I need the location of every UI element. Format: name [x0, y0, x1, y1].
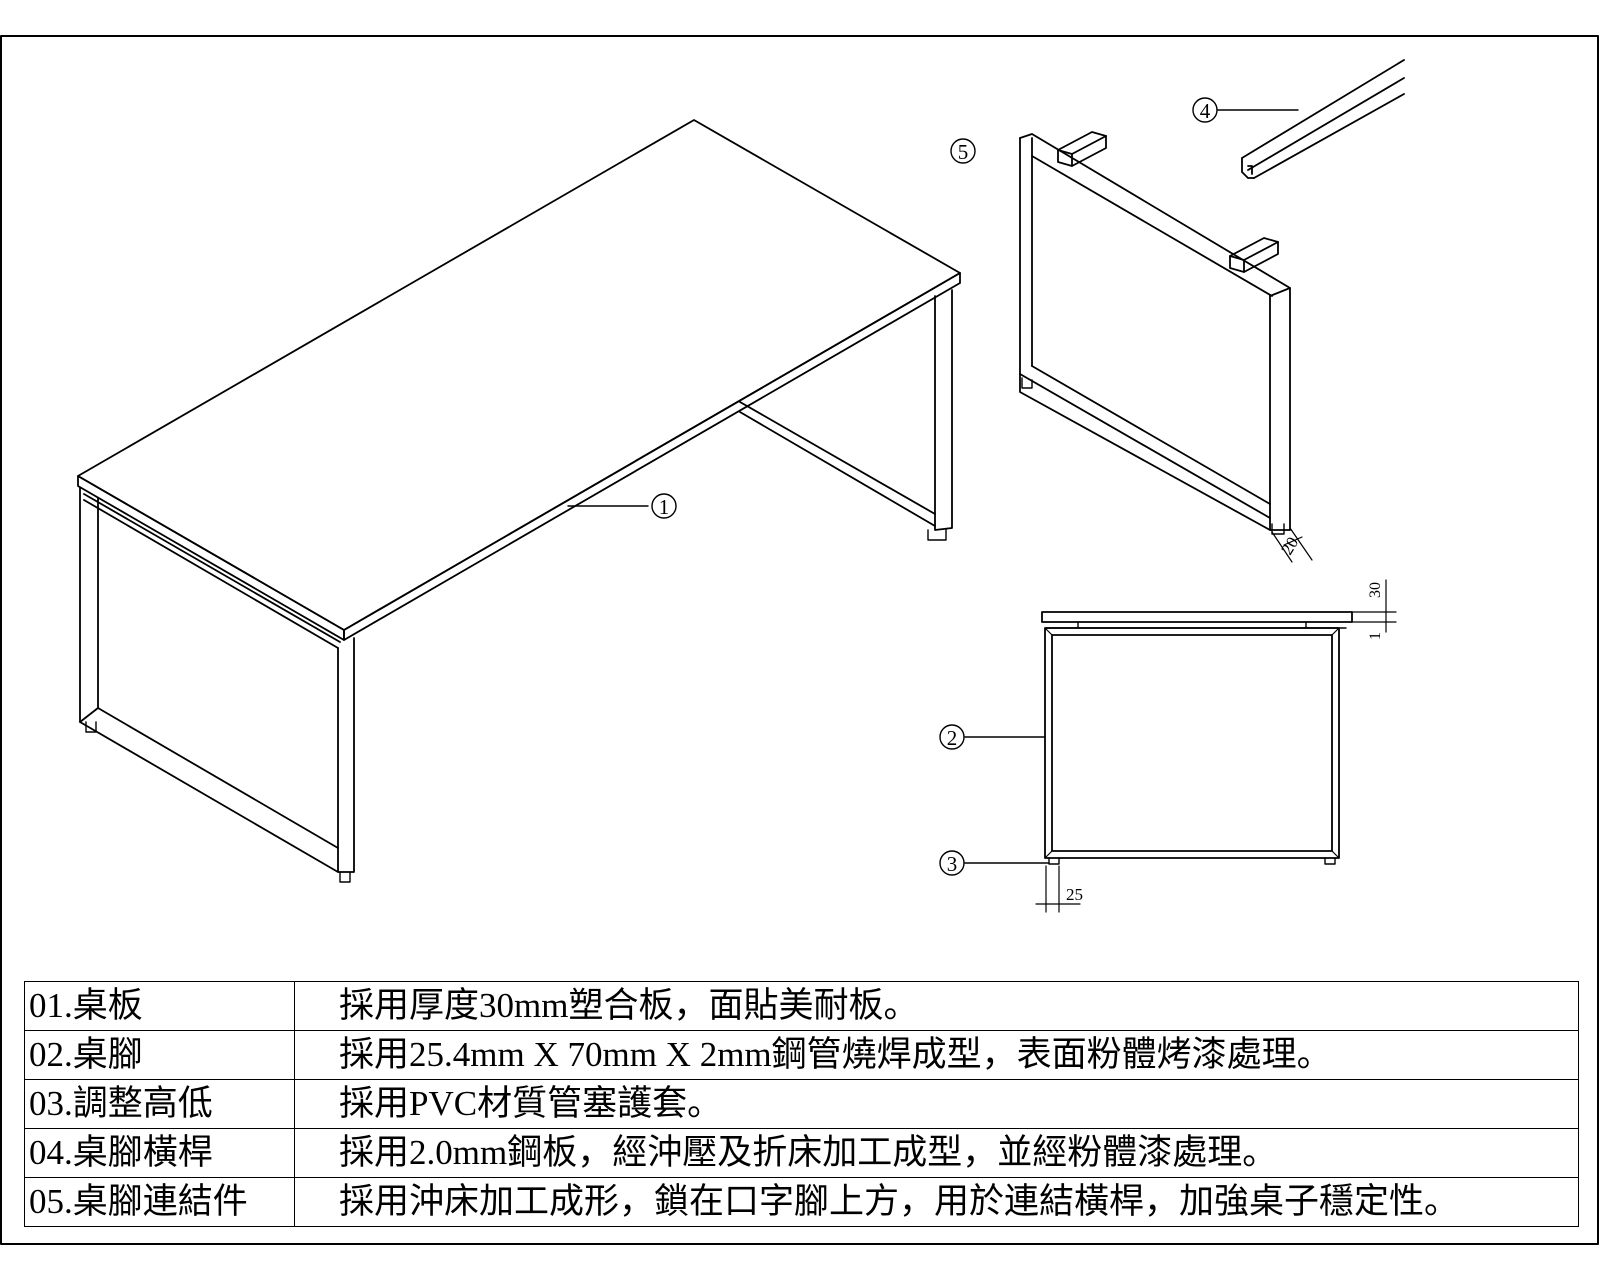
spec-description: 採用2.0mm鋼板，經沖壓及折床加工成型，並經粉體漆處理。 [294, 1128, 1579, 1178]
top-thickness-label: 30 [1367, 582, 1384, 598]
foot-offset-label: 25 [1066, 885, 1083, 904]
table-row: 04.桌腳橫桿 採用2.0mm鋼板，經沖壓及折床加工成型，並經粉體漆處理。 [24, 1128, 1579, 1178]
gap-label: 1 [1367, 632, 1384, 640]
connector-part [1057, 131, 1279, 273]
callout-3-label: 3 [947, 852, 958, 876]
spec-description: 採用沖床加工成形，鎖在口字腳上方，用於連結橫桿，加強桌子穩定性。 [294, 1177, 1579, 1227]
detail-leg-frame [1019, 133, 1291, 535]
table-row: 02.桌腳 採用25.4mm X 70mm X 2mm鋼管燒焊成型，表面粉體烤漆… [24, 1030, 1579, 1080]
spec-description: 採用PVC材質管塞護套。 [294, 1079, 1579, 1129]
callout-1-label: 1 [659, 495, 670, 519]
leg-detail-view: 5 4 [950, 59, 1405, 563]
elevation-feet [1048, 857, 1336, 865]
callout-4-circle [1192, 97, 1218, 123]
elevation-corners [1044, 627, 1340, 859]
sheet-border [0, 35, 1599, 1245]
front-elevation-view: 30 1 25 2 3 [939, 579, 1397, 913]
table-row: 05.桌腳連結件 採用沖床加工成形，鎖在口字腳上方，用於連結橫桿，加強桌子穩定性… [24, 1177, 1579, 1227]
elevation-top [1041, 611, 1353, 623]
spec-code: 04.桌腳橫桿 [24, 1128, 295, 1178]
callout-4-label: 4 [1200, 99, 1211, 123]
top-dimension-lines [1351, 579, 1397, 633]
rear-leg-frame [739, 289, 953, 541]
spec-code: 03.調整高低 [24, 1079, 295, 1129]
desk-isometric-view: 1 [77, 119, 961, 883]
desk-top-front-edge [77, 475, 345, 641]
callout-2-circle [939, 724, 965, 750]
callout-3-circle [939, 850, 965, 876]
spec-description: 採用25.4mm X 70mm X 2mm鋼管燒焊成型，表面粉體烤漆處理。 [294, 1030, 1579, 1080]
spec-code: 02.桌腳 [24, 1030, 295, 1080]
foot-dimension-lines [1271, 527, 1313, 563]
table-row: 03.調整高低 採用PVC材質管塞護套。 [24, 1079, 1579, 1129]
callout-5-circle [950, 138, 976, 164]
spec-description: 採用厚度30mm塑合板，面貼美耐板。 [294, 981, 1579, 1031]
crossbar-part [1241, 59, 1405, 179]
desk-top-side-edge [343, 272, 961, 641]
callout-5-label: 5 [958, 140, 969, 164]
spec-code: 01.桌板 [24, 981, 295, 1031]
foot-dimension-label: 20 [1277, 534, 1302, 558]
spec-table: 01.桌板 採用厚度30mm塑合板，面貼美耐板。 02.桌腳 採用25.4mm … [24, 981, 1579, 1227]
callout-1-circle [651, 493, 677, 519]
elevation-leg-inner [1051, 634, 1333, 852]
foot-offset-dimension-lines [1035, 865, 1081, 913]
callout-2-label: 2 [947, 726, 958, 750]
desk-apron [83, 493, 341, 649]
elevation-leg-outer [1044, 627, 1340, 859]
spec-code: 05.桌腳連結件 [24, 1177, 295, 1227]
front-leg-frame [79, 487, 355, 883]
table-row: 01.桌板 採用厚度30mm塑合板，面貼美耐板。 [24, 981, 1579, 1031]
